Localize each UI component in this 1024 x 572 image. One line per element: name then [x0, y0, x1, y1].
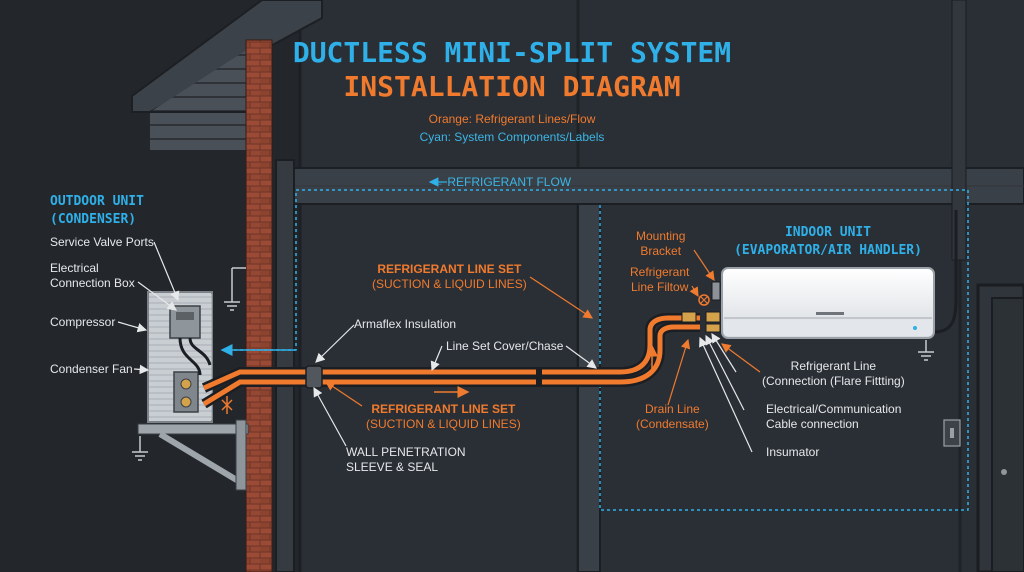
label-refline-1: Refrigerant Line — [790, 359, 877, 373]
outdoor-unit-title: OUTDOOR UNIT (CONDENSER) — [50, 193, 144, 229]
flow-label: ← REFRIGERANT FLOW — [432, 175, 572, 189]
label-drain-2: (Condensate) — [636, 417, 709, 431]
label-drain-1: Drain Line — [645, 402, 700, 416]
label-electrical-line-1: Electrical — [50, 261, 99, 275]
line-set-cover-joint — [536, 369, 542, 385]
roof — [131, 0, 323, 150]
drain-valve-icon — [221, 396, 233, 414]
service-valve-port — [180, 396, 192, 408]
label-line-set-top-1: REFRIGERANT LINE SET — [377, 262, 522, 276]
outdoor-title-line-2: (CONDENSER) — [50, 212, 137, 227]
label-line-set-top: REFRIGERANT LINE SET (SUCTION & LIQUID L… — [372, 262, 527, 292]
legend-cyan: Cyan: System Components/Labels — [419, 130, 605, 144]
wall-penetration-sleeve — [305, 365, 323, 389]
leader-lines-orange — [325, 249, 715, 407]
flare-fittings — [681, 281, 721, 333]
label-cable-2: Cable connection — [766, 417, 859, 431]
label-condenser-fan: Condenser Fan — [50, 362, 133, 376]
label-refrigerant-line: Refrigerant Line (Connection (Flare Fitt… — [762, 359, 905, 389]
indoor-unit-title: INDOOR UNIT (EVAPORATOR/AIR HANDLER) — [720, 224, 936, 260]
label-armaflex: Armaflex Insulation — [354, 317, 457, 331]
label-wall-penetration: WALL PENETRATION SLEEVE & SEAL — [346, 445, 466, 475]
outdoor-unit — [147, 291, 213, 423]
outdoor-title-line-1: OUTDOOR UNIT — [50, 194, 144, 209]
label-line-set-bottom-2: (SUCTION & LIQUID LINES) — [366, 417, 521, 431]
label-service-valve: Service Valve Ports — [50, 235, 154, 249]
indoor-unit — [721, 267, 935, 339]
brick-wall — [245, 39, 273, 572]
label-cable-1: Electrical/Communication — [766, 402, 902, 416]
ground-symbol-indoor — [918, 340, 934, 361]
line-filter-icon — [698, 294, 710, 306]
label-refline-2: (Connection (Flare Fittting) — [762, 374, 905, 388]
outdoor-bracket — [137, 419, 249, 491]
door-frame — [976, 283, 1024, 572]
label-electrical-box: Electrical Connection Box — [50, 261, 135, 291]
electrical-box — [169, 305, 201, 339]
power-cable — [933, 210, 958, 334]
mounting-bracket — [711, 281, 721, 301]
title-line-2: INSTALLATION DIAGRAM — [343, 70, 681, 103]
leader-lines — [117, 241, 753, 453]
indoor-title-line-1: INDOOR UNIT — [784, 225, 872, 240]
ground-symbol-left — [132, 436, 148, 461]
label-electrical-line-2: Connection Box — [50, 276, 135, 290]
ceiling-beam — [291, 167, 1024, 205]
legend-orange: Orange: Refrigerant Lines/Flow — [428, 112, 596, 126]
label-line-set-bottom-1: REFRIGERANT LINE SET — [371, 402, 516, 416]
title-line-1: DUCTLESS MINI-SPLIT SYSTEM — [292, 36, 732, 69]
label-wall-penetration-2: SLEEVE & SEAL — [346, 460, 439, 474]
label-drain-line: Drain Line (Condensate) — [636, 402, 709, 432]
label-filter-1: Refrigerant — [630, 265, 690, 279]
label-filter-2: Line Filtow — [631, 280, 689, 294]
label-compressor: Compressor — [50, 315, 116, 329]
label-line-set-cover: Line Set Cover/Chase — [446, 339, 564, 353]
label-line-set-bottom: REFRIGERANT LINE SET (SUCTION & LIQUID L… — [366, 402, 521, 432]
label-cable-connection: Electrical/Communication Cable connectio… — [766, 402, 901, 432]
service-valve-port — [180, 378, 192, 390]
indoor-title-line-2: (EVAPORATOR/AIR HANDLER) — [734, 243, 922, 258]
label-line-filter: Refrigerant Line Filtow — [630, 265, 689, 295]
ground-symbol-wall — [224, 267, 246, 311]
label-line-set-top-2: (SUCTION & LIQUID LINES) — [372, 277, 527, 291]
wall-studs — [275, 0, 967, 572]
label-mounting-1: Mounting — [636, 229, 686, 243]
label-insumator: Insumator — [766, 445, 820, 459]
leader-cable — [721, 343, 761, 373]
label-wall-penetration-1: WALL PENETRATION — [346, 445, 466, 459]
label-mounting-2: Bracket — [640, 244, 682, 258]
label-mounting-bracket: Mounting Bracket — [636, 229, 685, 259]
